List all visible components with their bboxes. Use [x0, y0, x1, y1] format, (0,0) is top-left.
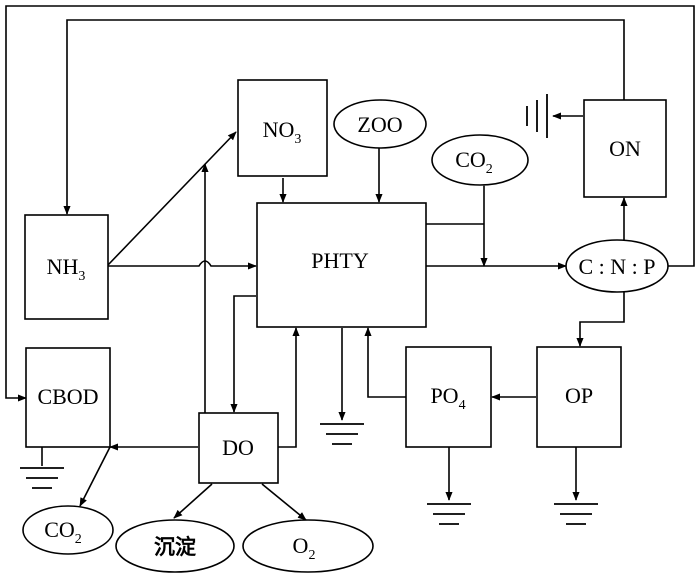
node-on: ON: [583, 99, 667, 198]
svg-text:O2: O2: [293, 533, 316, 563]
node-co2-top: CO2: [431, 134, 529, 186]
node-no3: NO3: [237, 79, 328, 177]
node-sediment: 沉淀: [115, 519, 235, 573]
node-phty: PHTY: [256, 202, 427, 328]
svg-text:CO2: CO2: [455, 147, 493, 177]
node-cnp: C : N : P: [565, 239, 669, 293]
ground-symbol-po4: [427, 503, 471, 525]
flow-nh3-to-phty: [108, 260, 257, 270]
svg-text:ZOO: ZOO: [357, 112, 402, 137]
node-po4: PO4: [405, 346, 492, 448]
node-co2-bottom: CO2: [22, 505, 114, 555]
ground-symbol-on: [526, 94, 548, 138]
ground-symbol-op: [554, 503, 598, 525]
connectors: [5, 5, 695, 521]
flow-po4-to-phty: [364, 327, 406, 398]
svg-text:NH3: NH3: [47, 254, 86, 284]
flow-do-to-sediment: [173, 483, 213, 519]
ground-symbol-phty: [320, 423, 364, 445]
flow-on-to-nh3: [63, 19, 625, 215]
flow-cbod-to-co2: [79, 446, 111, 507]
ground-symbol-cbod: [20, 467, 64, 489]
svg-text:沉淀: 沉淀: [154, 535, 197, 559]
flow-do-to-phty: [278, 327, 300, 448]
flow-phty-to-do: [230, 295, 256, 413]
flow-nh3-to-no3: [107, 131, 237, 266]
svg-text:CO2: CO2: [44, 517, 82, 547]
svg-text:PO4: PO4: [430, 383, 465, 413]
svg-text:ON: ON: [609, 136, 641, 161]
svg-text:NO3: NO3: [263, 117, 302, 147]
svg-text:C : N : P: C : N : P: [578, 254, 655, 279]
svg-text:CBOD: CBOD: [37, 384, 98, 409]
node-zoo: ZOO: [333, 99, 427, 149]
node-op: OP: [536, 346, 622, 448]
node-nh3: NH3: [24, 214, 109, 320]
flow-do-to-o2: [261, 483, 307, 521]
svg-text:PHTY: PHTY: [311, 248, 369, 273]
node-cbod: CBOD: [25, 347, 111, 448]
flow-cnp-to-op: [576, 292, 625, 347]
flow-cnp-to-cbod: [5, 5, 695, 402]
svg-text:DO: DO: [222, 435, 254, 460]
node-o2: O2: [242, 519, 374, 573]
node-do: DO: [198, 412, 279, 484]
svg-text:OP: OP: [565, 383, 593, 408]
